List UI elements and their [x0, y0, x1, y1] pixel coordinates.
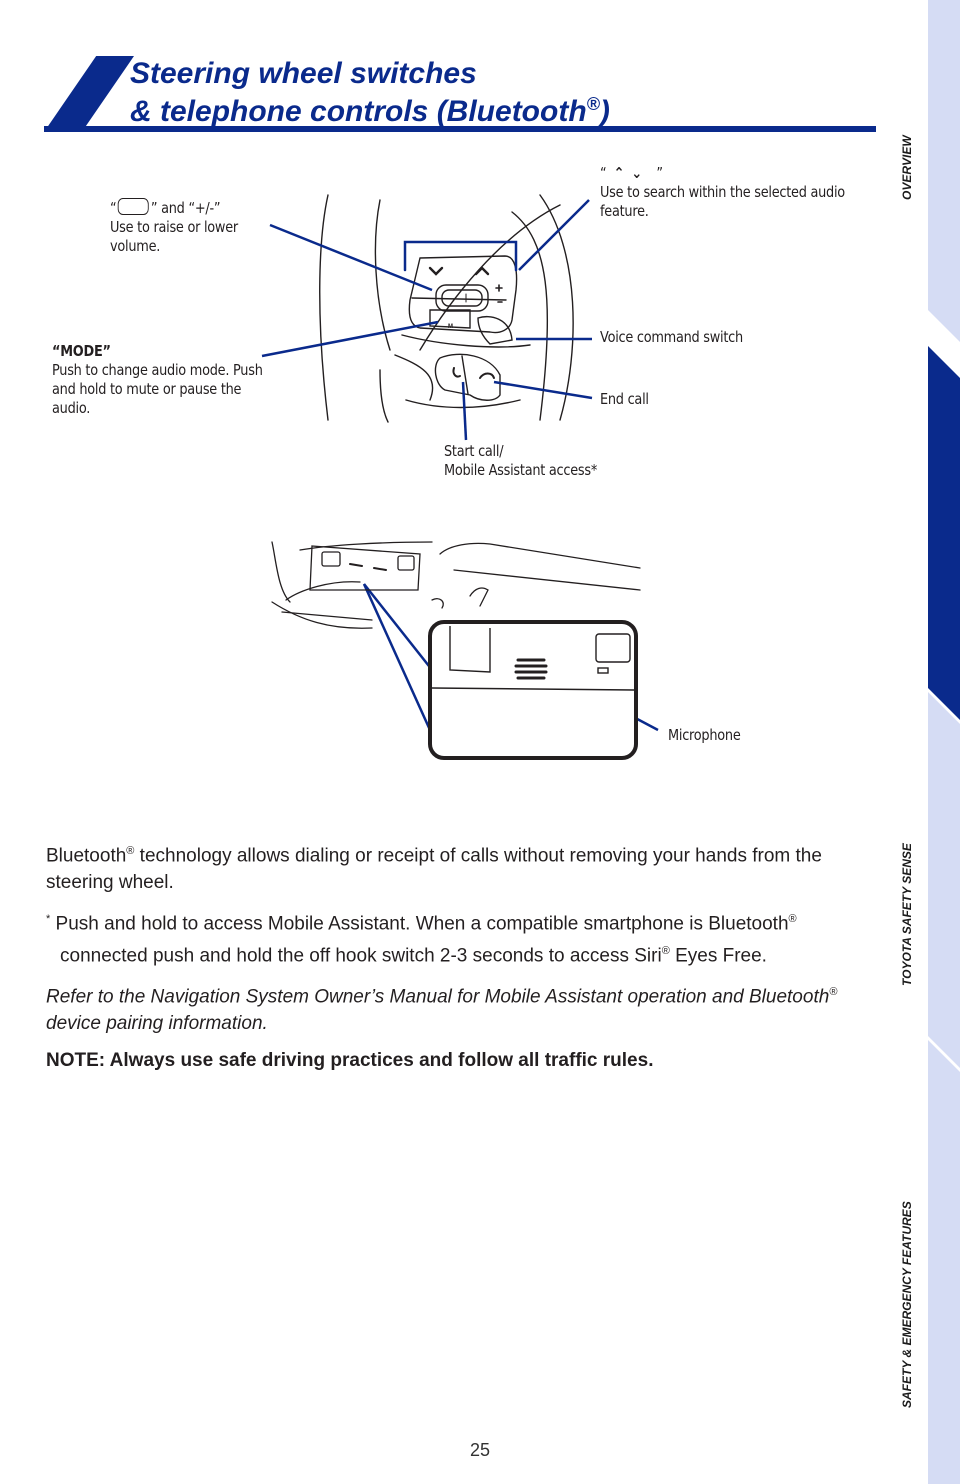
up-chevron-glyph — [474, 266, 490, 276]
leader-mic-zoom-bottom — [362, 583, 432, 731]
leader-volume — [269, 223, 433, 292]
header-slant-decoration — [44, 56, 134, 132]
section-tabs: OVERVIEW FEATURES & OPERATIONS TOYOTA SA… — [888, 0, 960, 1484]
wheel-outer-right — [539, 194, 574, 421]
callout-search: “⌃⌄” Use to search within the selected a… — [600, 164, 845, 220]
microphone-zoom-box — [428, 620, 638, 760]
search-chevrons-icon: “⌃⌄” — [600, 164, 663, 182]
navigation-manual-reference: Refer to the Navigation System Owner’s M… — [46, 985, 838, 1035]
tab-features-shape — [928, 346, 960, 720]
page-number: 25 — [469, 1440, 491, 1460]
voice-button-outline — [477, 315, 513, 345]
leader-start-call — [461, 381, 468, 441]
tab-overview[interactable]: OVERVIEW — [900, 135, 914, 200]
mobile-assistant-footnote: * Push and hold to access Mobile Assista… — [46, 913, 797, 966]
call-buttons-outline — [434, 353, 501, 401]
mode-button-glyph: M — [448, 324, 453, 330]
tab-overview-shape — [928, 0, 960, 342]
bluetooth-intro: Bluetooth® technology allows dialing or … — [46, 845, 822, 894]
tab-emergency-shape — [928, 1040, 960, 1484]
callout-voice-command: Voice command switch — [600, 328, 743, 346]
leader-end-call — [493, 380, 593, 400]
callout-end-call: End call — [600, 390, 649, 408]
tab-safety-emergency[interactable]: SAFETY & EMERGENCY FEATURES — [900, 1201, 914, 1408]
controls-diagram: M — [0, 150, 888, 810]
mode-button-outline — [429, 309, 471, 329]
volume-button-icon — [118, 198, 150, 215]
page-title-line2: & telephone controls (Bluetooth®) — [130, 94, 610, 128]
microphone-grille — [514, 658, 548, 680]
safety-note: NOTE: Always use safe driving practices … — [46, 1050, 654, 1072]
leader-search — [518, 199, 590, 271]
diagram-illustration: M — [261, 194, 659, 760]
tab-features-operations[interactable]: FEATURES & OPERATIONS — [900, 464, 914, 622]
page-header: Steering wheel switches & telephone cont… — [44, 56, 876, 134]
callout-volume: “” and “+/-” Use to raise or lower volum… — [110, 198, 238, 255]
page-title-line1: Steering wheel switches — [130, 57, 477, 90]
callout-microphone: Microphone — [668, 726, 741, 744]
callout-start-call: Start call/ Mobile Assistant access* — [444, 442, 598, 479]
leader-mode — [261, 320, 439, 358]
callout-mode: “MODE” Push to change audio mode. Push a… — [52, 342, 263, 417]
leader-mic-zoom-top — [363, 583, 441, 681]
console-panel — [309, 545, 421, 591]
section-tabs-background — [928, 0, 960, 1484]
wheel-rim-right — [511, 211, 549, 421]
wheel-hub-line — [419, 204, 561, 351]
volume-button-outline — [435, 284, 489, 312]
tab-safety-sense-shape — [928, 692, 960, 1068]
tab-toyota-safety-sense[interactable]: TOYOTA SAFETY SENSE — [900, 843, 914, 986]
highlight-bracket — [403, 240, 518, 272]
body-text: Bluetooth® technology allows dialing or … — [46, 838, 876, 1084]
wheel-spoke-line — [374, 199, 391, 351]
switch-panel — [408, 255, 518, 334]
down-chevron-glyph — [428, 266, 444, 276]
header-rule — [44, 126, 876, 132]
wheel-rim-left — [319, 194, 329, 421]
